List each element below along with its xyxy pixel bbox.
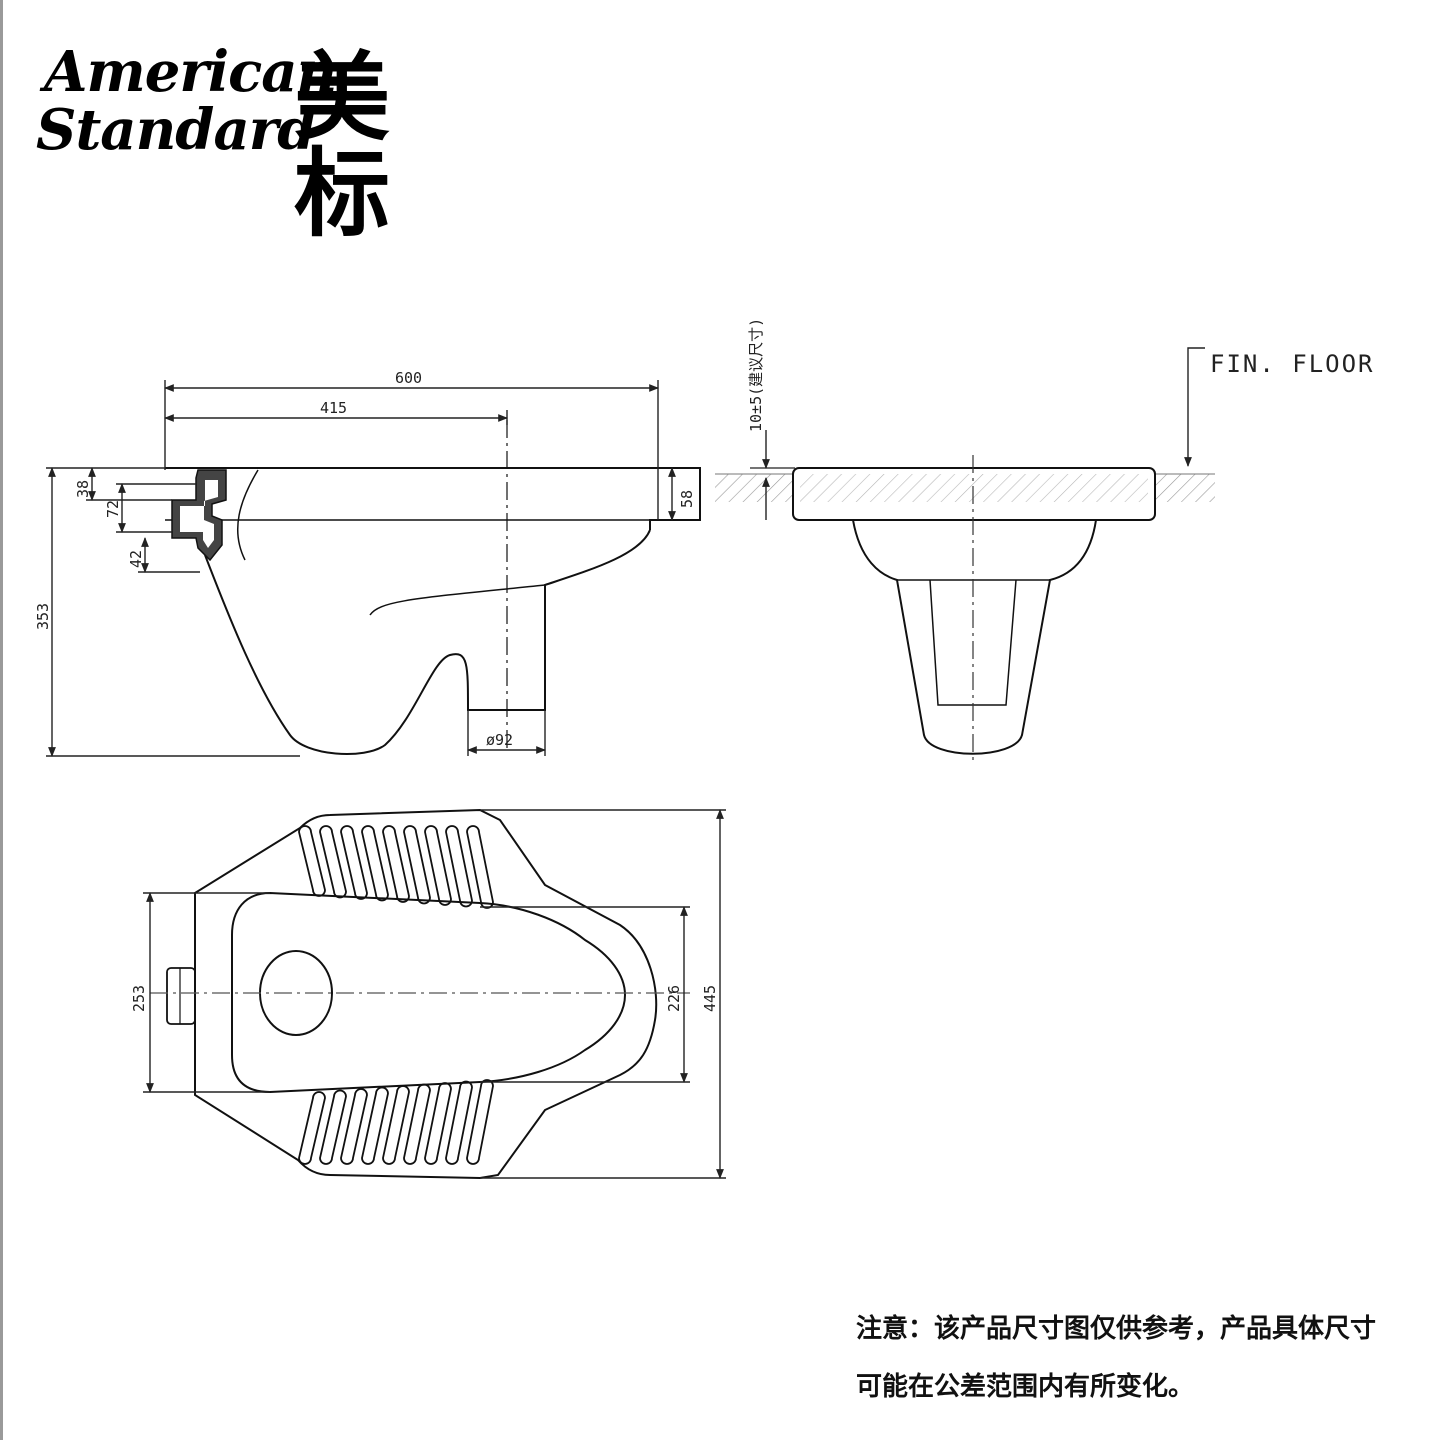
dim-inner-width: 253 (130, 985, 148, 1012)
tread-slot-top-5 (382, 825, 410, 903)
tread-slot-top-8 (445, 825, 473, 908)
side-view (165, 420, 701, 755)
dim-rim-height: 58 (678, 490, 696, 508)
tread-slot-bottom-7 (424, 1082, 452, 1165)
dim-recess: 10±5(建议尺寸) (747, 318, 765, 432)
tread-slot-bottom-3 (340, 1088, 368, 1165)
plan-bowl (231, 891, 627, 1094)
front-bowl (852, 519, 1097, 755)
tread-slot-bottom-6 (403, 1083, 431, 1165)
front-view-labels: 10±5(建议尺寸) FIN. FLOOR (747, 318, 1375, 432)
plan-view-labels: 253 226 445 (130, 985, 719, 1012)
plan-foot-treads (298, 825, 494, 1165)
dim-outlet-offset: 415 (320, 399, 347, 417)
note-line-2: 可能在公差范围内有所变化。 (856, 1372, 1195, 1402)
dim-total-width: 445 (701, 985, 719, 1012)
front-view (715, 347, 1215, 760)
tread-slot-bottom-4 (361, 1086, 389, 1165)
note-line-1: 注意：该产品尺寸图仅供参考，产品具体尺寸 (856, 1314, 1377, 1344)
dim-outlet-diameter: ø92 (486, 731, 513, 749)
plan-outline (194, 808, 658, 1180)
brand-logo: American Standard 美标 (36, 36, 496, 242)
tread-slot-top-2 (319, 825, 347, 899)
plan-view (150, 808, 690, 1180)
tread-slot-top-9 (466, 825, 494, 909)
tread-slot-top-3 (340, 825, 368, 900)
dim-bowl-width: 226 (665, 985, 683, 1012)
tread-slot-bottom-9 (466, 1079, 494, 1165)
dim-inlet-bottom: 42 (127, 550, 145, 568)
brand-name-line1: American (44, 39, 337, 105)
plan-inlet (166, 967, 196, 1025)
tread-slot-bottom-2 (319, 1089, 347, 1165)
tread-slot-top-4 (361, 825, 389, 902)
brand-name-cn: 美标 (294, 42, 396, 250)
dim-total-length: 600 (395, 369, 422, 387)
tread-slot-bottom-1 (298, 1091, 326, 1165)
tread-slot-bottom-8 (445, 1080, 473, 1165)
side-top-plate (165, 467, 701, 530)
page-edge (0, 0, 3, 1440)
tread-slot-top-6 (403, 825, 431, 905)
tread-slot-top-7 (424, 825, 452, 906)
dim-total-height: 353 (34, 603, 52, 630)
side-view-labels: 600 415 353 38 72 42 58 ø92 (34, 369, 696, 749)
brand-name-line2: Standard (36, 97, 316, 163)
dim-inlet-top: 38 (74, 480, 92, 498)
tread-slot-top-1 (298, 825, 326, 897)
tread-slot-bottom-5 (382, 1085, 410, 1165)
dim-inlet-height: 72 (104, 500, 122, 518)
finish-floor-label: FIN. FLOOR (1210, 350, 1375, 378)
plan-view-dimensions (143, 809, 726, 1179)
side-bowl-body (204, 529, 651, 755)
side-view-dimensions (46, 380, 676, 757)
